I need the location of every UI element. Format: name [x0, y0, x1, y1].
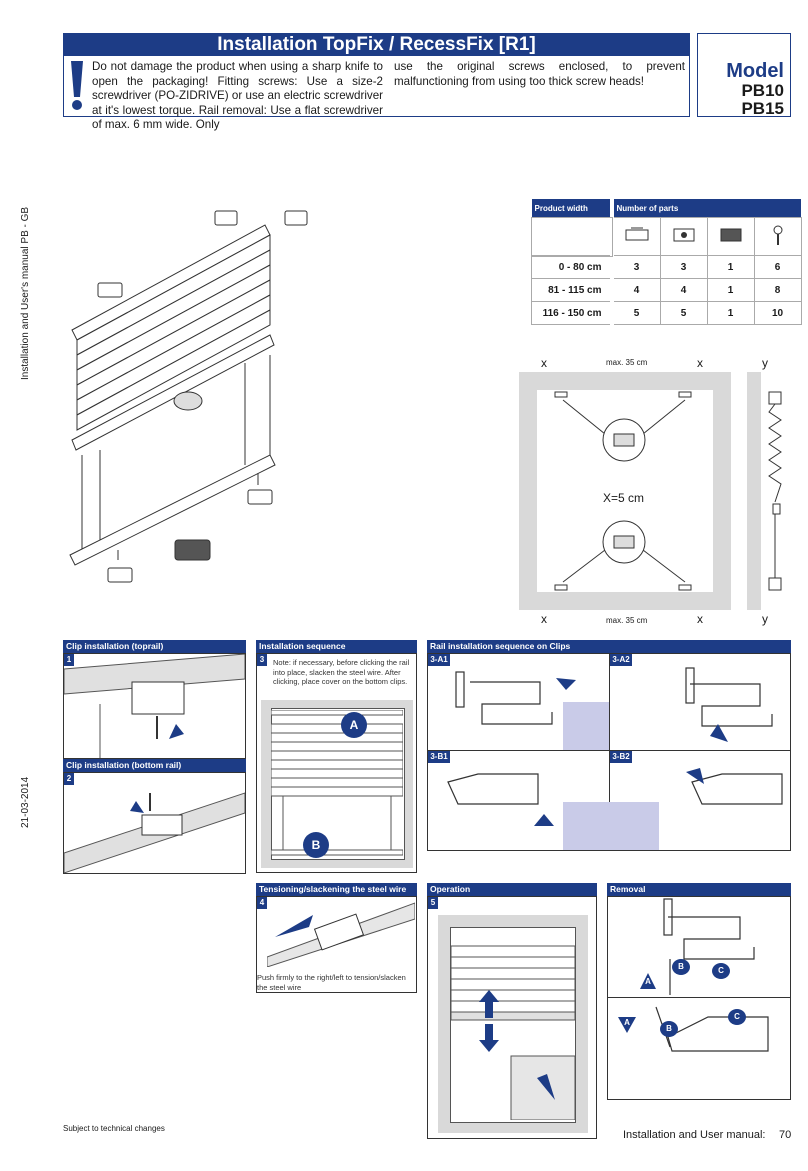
tension-note: Push firmly to the right/left to tension…: [257, 973, 406, 992]
part-bracket-icon: [659, 217, 708, 256]
removal-panel: A B C A B C: [607, 896, 791, 1100]
part-cover-icon: [706, 217, 755, 256]
rail-detail-b: [563, 802, 659, 850]
row-cell: 1: [706, 278, 755, 302]
step-number: 2: [64, 773, 74, 785]
clip-bottom-panel: 2: [63, 772, 246, 874]
part-clip-icon: [611, 217, 661, 256]
side-date: 21-03-2014: [20, 776, 31, 828]
max-top-label: max. 35 cm: [606, 358, 648, 367]
step-3b2: 3-B2: [610, 751, 632, 763]
removal-b-marker: B: [672, 959, 690, 975]
clip-top-title: Clip installation (toprail): [63, 640, 246, 653]
footer-page-number: 70: [779, 1129, 792, 1141]
clip-bottom-drawing: [63, 792, 246, 874]
step-a-marker: A: [341, 712, 367, 738]
removal-title: Removal: [607, 883, 791, 896]
blind-illustration: [69, 210, 308, 583]
tension-drawing: [267, 902, 415, 967]
operation-title: Operation: [427, 883, 597, 896]
warning-icon: [69, 61, 85, 113]
operation-panel: 5: [427, 896, 597, 1139]
clip-bottom-title: Clip installation (bottom rail): [63, 759, 246, 772]
row-cell: 3: [659, 255, 708, 279]
x-label-bottom-right: x: [697, 612, 703, 626]
header-number-of-parts: Number of parts: [611, 199, 801, 218]
footer-subject: Subject to technical changes: [63, 1124, 165, 1133]
header-product-width: Product width: [531, 199, 614, 218]
rail-detail-a: [563, 702, 609, 750]
parts-table: Product width Number of parts 0 - 80 cm …: [530, 199, 802, 325]
removal-c-marker: C: [712, 963, 730, 979]
rail-drawings: [447, 667, 783, 826]
frame-arrows: [554, 391, 692, 591]
step-number: 4: [257, 897, 267, 909]
part-screw-icon: [753, 217, 802, 256]
row-cell: 3: [611, 255, 661, 279]
sequence-blind: [271, 710, 403, 856]
warning-box: Do not damage the product when using a s…: [63, 56, 690, 131]
row-cell: 8: [753, 278, 802, 302]
clip-top-panel: 1: [63, 653, 246, 759]
row-cell: 1: [706, 301, 755, 325]
tension-title: Tensioning/slackening the steel wire: [256, 883, 417, 896]
row-cell: 6: [753, 255, 802, 279]
sequence-panel: 3 Note: if necessary, before clicking th…: [256, 653, 417, 873]
row-cell: 5: [659, 301, 708, 325]
removal-b2-marker: B: [660, 1021, 678, 1037]
sequence-note: Note: if necessary, before clicking the …: [273, 658, 410, 686]
page-title: Installation TopFix / RecessFix [R1]: [63, 33, 690, 56]
y-label-bottom: y: [762, 612, 768, 626]
row-cell: 1: [706, 255, 755, 279]
tension-panel: 4 Push firmly to the right/left to tensi…: [256, 896, 417, 993]
step-number: 3: [257, 654, 267, 666]
model-pb10: PB10: [741, 81, 784, 100]
row-width: 81 - 115 cm: [531, 278, 614, 302]
x-label-bottom-left: x: [541, 612, 547, 626]
y-label-top: y: [762, 356, 768, 370]
rail-title: Rail installation sequence on Clips: [427, 640, 791, 653]
model-box: Model PB10 PB15: [697, 33, 791, 118]
x-label-top-left: x: [541, 356, 547, 370]
removal-c2-marker: C: [728, 1009, 746, 1025]
row-cell: 4: [659, 278, 708, 302]
step-b-marker: B: [303, 832, 329, 858]
model-label: Model: [726, 60, 784, 82]
side-profile: [747, 372, 782, 610]
side-manual-label: Installation and User's manual PB - GB: [20, 206, 31, 380]
row-width: 0 - 80 cm: [531, 255, 614, 279]
x-label-top-right: x: [697, 356, 703, 370]
sequence-title: Installation sequence: [256, 640, 417, 653]
distance-label: X=5 cm: [603, 491, 645, 505]
step-3a2: 3-A2: [610, 654, 632, 666]
warning-text-col1: Do not damage the product when using a s…: [92, 60, 383, 131]
model-pb15: PB15: [741, 99, 784, 118]
rail-panel: 3-A1 3-A2 3-B1 3-B2: [427, 653, 791, 851]
step-3a1: 3-A1: [428, 654, 450, 666]
row-cell: 5: [611, 301, 661, 325]
clip-top-drawing: [63, 653, 246, 758]
step-number: 5: [428, 897, 438, 909]
step-number: 1: [64, 654, 74, 666]
removal-drawings: [655, 898, 769, 1052]
row-cell: 10: [753, 301, 802, 325]
warning-text-col2: use the original screws enclosed, to pre…: [394, 60, 685, 88]
row-cell: 4: [611, 278, 661, 302]
footer-manual: Installation and User manual:: [623, 1129, 766, 1141]
operation-blind: [451, 945, 575, 1120]
row-width: 116 - 150 cm: [531, 301, 614, 325]
step-3b1: 3-B1: [428, 751, 450, 763]
max-bottom-label: max. 35 cm: [606, 616, 648, 625]
